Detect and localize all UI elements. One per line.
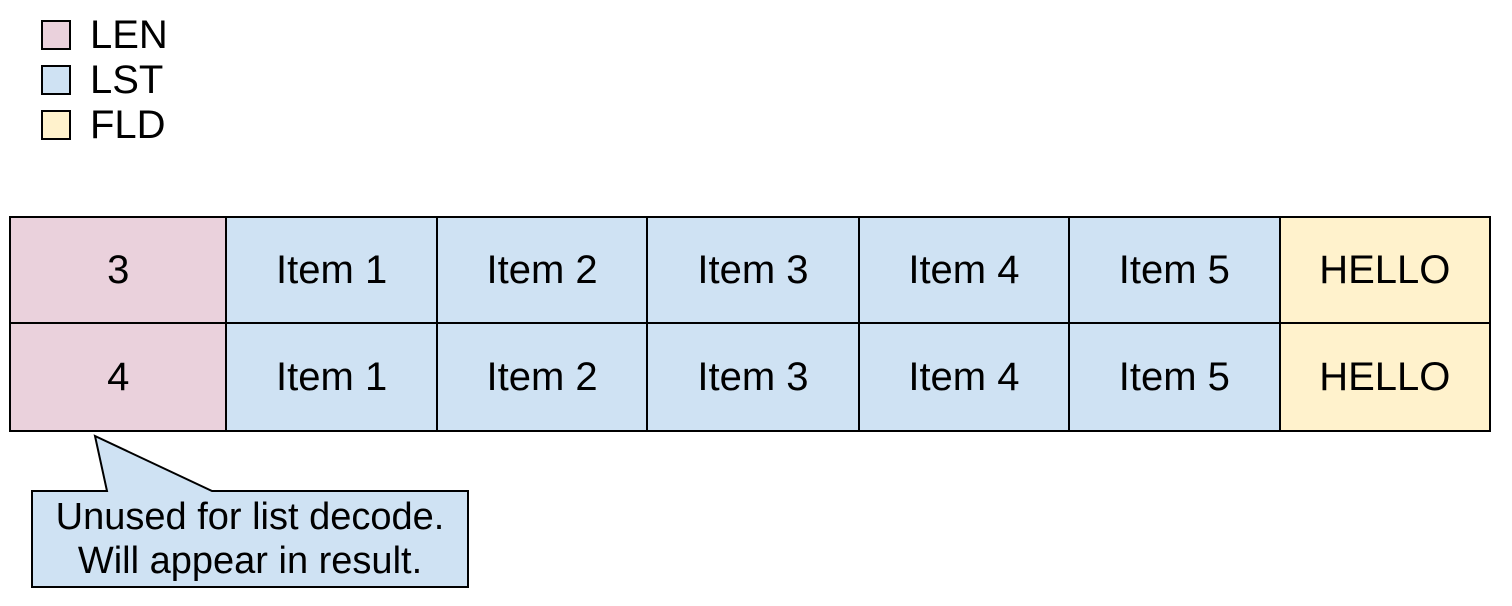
legend-label-len: LEN xyxy=(90,13,168,57)
callout-note: Unused for list decode. Will appear in r… xyxy=(32,491,468,587)
legend-label-lst: LST xyxy=(90,58,164,102)
len-swatch-icon xyxy=(41,20,71,50)
table-cell-row2-item2: Item 2 xyxy=(437,324,649,430)
table-cell-row2-item1: Item 1 xyxy=(227,324,438,430)
legend-item-lst: LST xyxy=(41,60,168,100)
table-cell-row2-fld: HELLO xyxy=(1280,324,1489,430)
table-cell-row1-item2: Item 2 xyxy=(437,218,649,324)
fld-swatch-icon xyxy=(41,110,71,140)
table-cell-row1-len: 3 xyxy=(11,218,228,324)
table-cell-row1-fld: HELLO xyxy=(1280,218,1489,324)
callout-line-2: Will appear in result. xyxy=(77,540,423,582)
table-cell-row2-item5: Item 5 xyxy=(1070,324,1281,430)
table-cell-row1-item1: Item 1 xyxy=(227,218,438,324)
table-cell-row2-item3: Item 3 xyxy=(648,324,860,430)
table-cell-row1-item5: Item 5 xyxy=(1070,218,1281,324)
lst-swatch-icon xyxy=(41,65,71,95)
legend-label-fld: FLD xyxy=(90,103,166,147)
table-cell-row2-len: 4 xyxy=(11,324,228,430)
table-cell-row2-item4: Item 4 xyxy=(859,324,1071,430)
record-table: 3 Item 1 Item 2 Item 3 Item 4 Item 5 HEL… xyxy=(9,216,1491,432)
legend: LEN LST FLD xyxy=(41,15,168,145)
callout-line-1: Unused for list decode. xyxy=(55,496,445,538)
legend-item-fld: FLD xyxy=(41,105,168,145)
table-cell-row1-item3: Item 3 xyxy=(648,218,860,324)
legend-item-len: LEN xyxy=(41,15,168,55)
table-cell-row1-item4: Item 4 xyxy=(859,218,1071,324)
